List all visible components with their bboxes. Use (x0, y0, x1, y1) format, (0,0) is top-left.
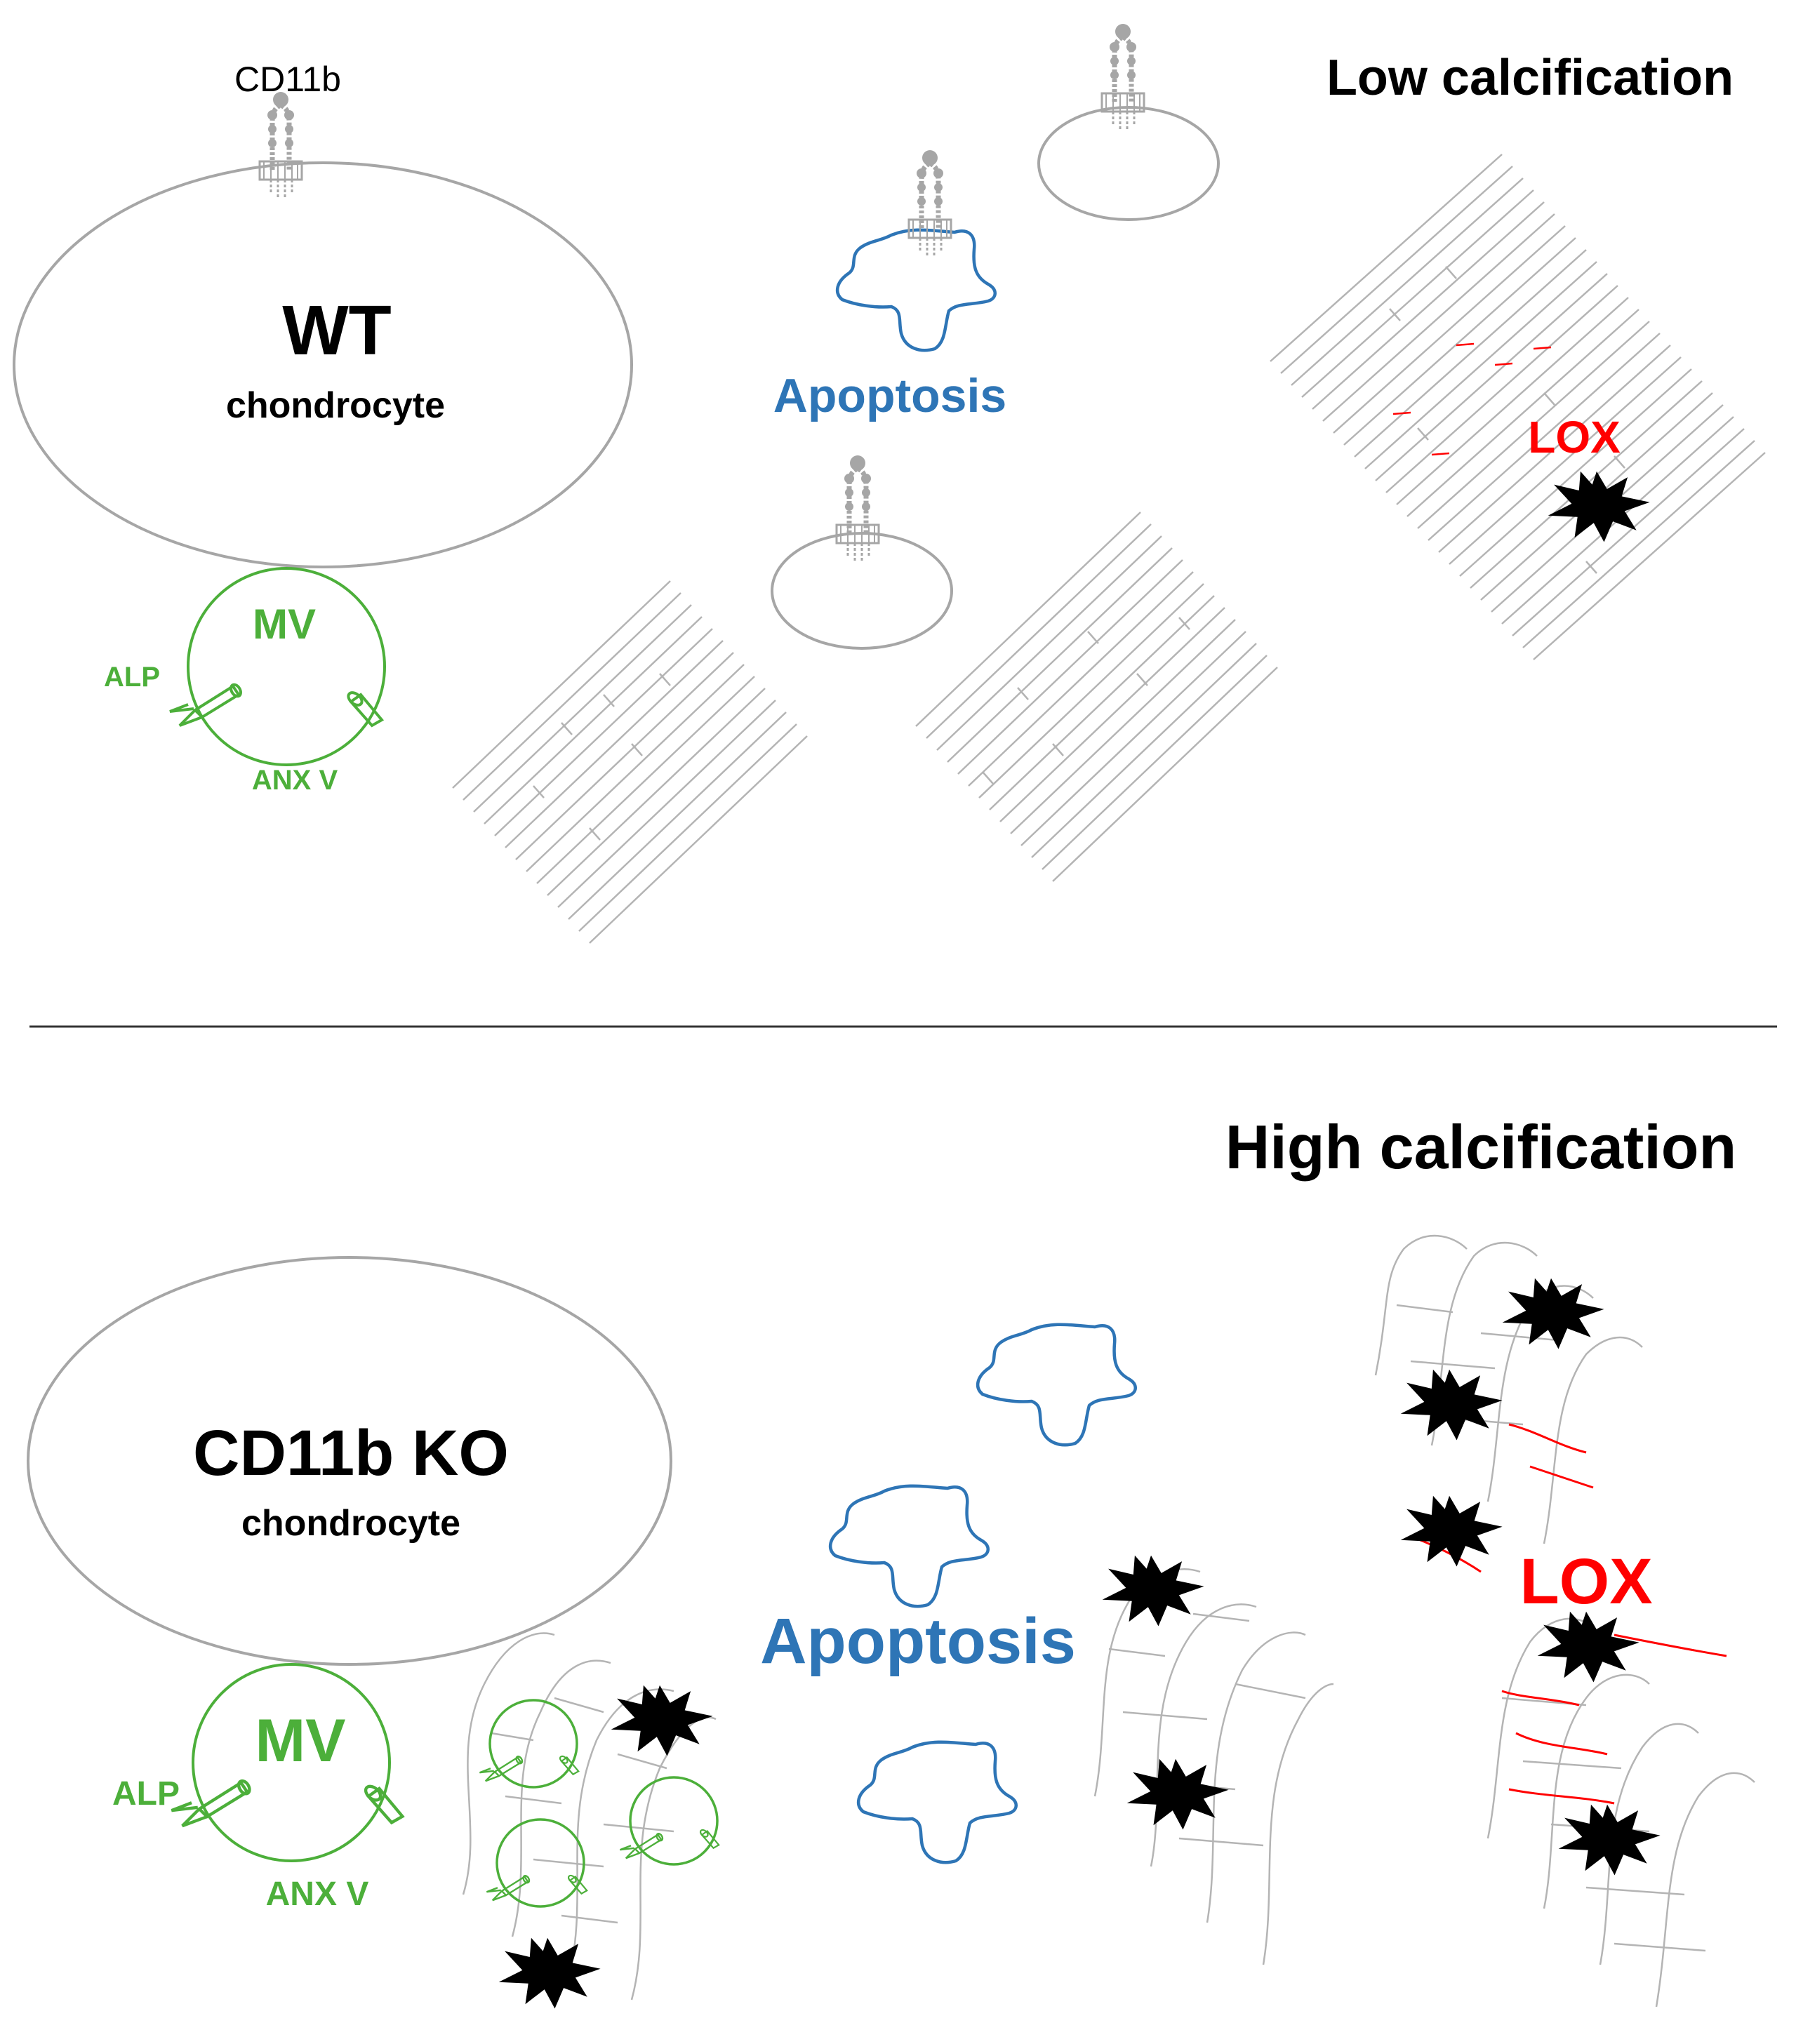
anx-label: ANX V (266, 1876, 369, 1913)
small-vesicles (479, 1699, 720, 1908)
ko-chondrocyte-cell (27, 1256, 672, 1666)
anx-label: ANX V (252, 765, 338, 796)
disordered-fibers (462, 1234, 1755, 2008)
calcium-crystal-icon (1548, 471, 1650, 542)
lox-label: LOX (1519, 1546, 1652, 1617)
collagen-fibers (452, 154, 1766, 944)
calcium-crystal-icon (1102, 1555, 1204, 1626)
condition-label-low: Low calcification (1326, 50, 1734, 106)
cd11b-label: CD11b (234, 60, 341, 99)
alp-label: ALP (112, 1775, 180, 1812)
alp-enzyme-icon (168, 681, 244, 727)
matrix-vesicle (187, 567, 386, 766)
apoptotic-cell (978, 1325, 1136, 1445)
calcium-crystal-icon (1502, 1278, 1604, 1349)
cd11b-receptor-icon (260, 92, 302, 198)
bottom-panel: High calcification CD11b KO chondrocyte … (27, 1112, 1755, 2009)
calcium-crystal-icon (1558, 1804, 1661, 1876)
ko-cell-title: CD11b KO (193, 1417, 509, 1489)
calcium-crystal-icon (1400, 1495, 1503, 1567)
calcium-crystal-icon (611, 1685, 713, 1756)
mv-label: MV (253, 601, 316, 648)
fiber-crosslinks (533, 266, 1625, 841)
ko-cell-subtitle: chondrocyte (241, 1503, 460, 1544)
apoptosis-label: Apoptosis (760, 1605, 1076, 1677)
calcium-crystal-icon (1400, 1369, 1503, 1441)
apoptotic-cell (830, 1486, 988, 1606)
wt-chondrocyte-cell (13, 161, 633, 568)
lox-crosslinks (1392, 342, 1552, 456)
wt-cell-title: WT (282, 291, 391, 370)
wt-cell-subtitle: chondrocyte (226, 385, 445, 426)
top-panel: Low calcification CD11b WT chondrocyte M… (13, 24, 1766, 944)
calcium-crystal-icon (498, 1937, 601, 2009)
apoptotic-cell (858, 1742, 1016, 1862)
apoptotic-cell (837, 230, 995, 350)
mv-label: MV (255, 1707, 346, 1775)
matrix-vesicle (192, 1663, 391, 1862)
cd11b-receptor-icon (837, 455, 879, 561)
condition-label-high: High calcification (1225, 1112, 1737, 1182)
cd11b-receptor-icon (1102, 24, 1144, 130)
apoptosis-label: Apoptosis (773, 369, 1006, 422)
annexin-v-icon (363, 1784, 402, 1822)
cd11b-receptor-icon (909, 150, 951, 256)
lox-label: LOX (1528, 412, 1621, 462)
alp-label: ALP (104, 662, 160, 693)
small-cell (1037, 106, 1220, 221)
